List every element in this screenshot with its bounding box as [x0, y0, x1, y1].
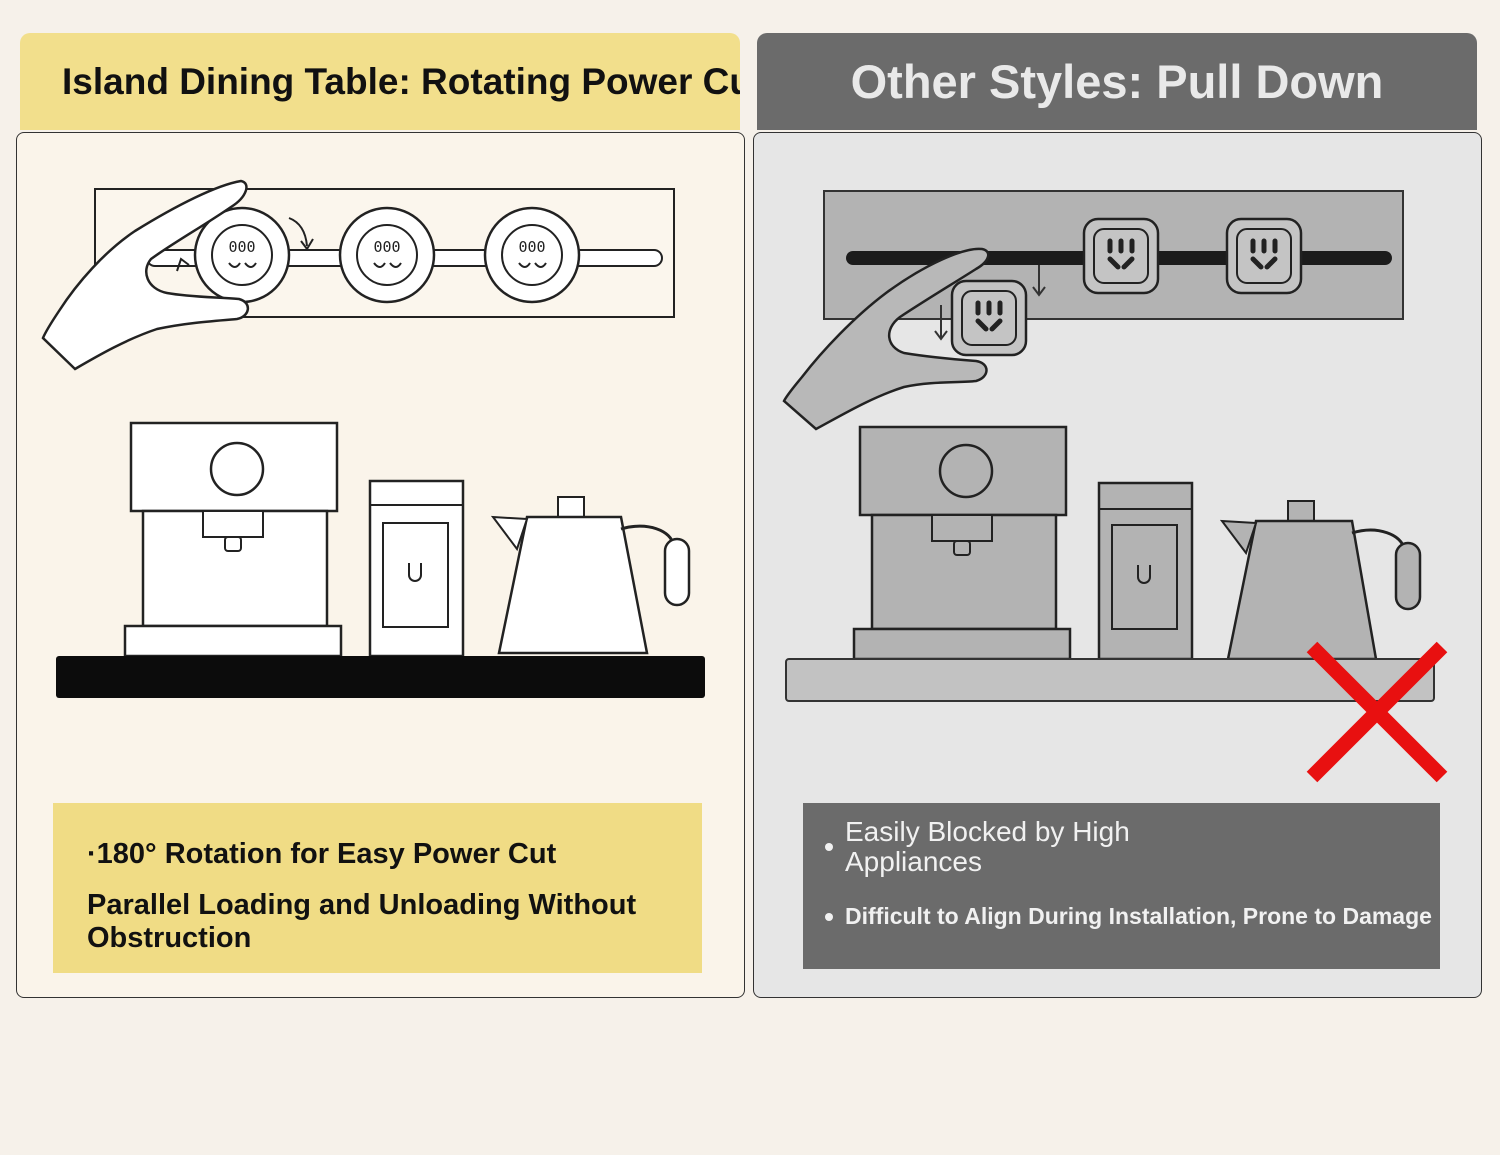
left-comparison-panel: 000 000 000: [16, 132, 745, 998]
issue-alignment-text: Difficult to Align During Installation, …: [825, 901, 1440, 931]
right-header: Other Styles: Pull Down: [757, 33, 1477, 130]
hand-icon: [782, 247, 990, 431]
rotating-socket-icon: 000: [338, 206, 436, 304]
left-feature-box: ·180° Rotation for Easy Power Cut Parall…: [53, 803, 702, 973]
svg-text:000: 000: [373, 238, 400, 256]
pull-down-socket-icon: [1082, 217, 1160, 295]
kettle-icon: [490, 496, 691, 655]
coffee-machine-icon: [123, 421, 343, 658]
svg-text:000: 000: [518, 238, 545, 256]
right-issue-box: Easily Blocked by High Appliances Diffic…: [803, 803, 1440, 969]
pull-down-socket-icon: [1225, 217, 1303, 295]
left-illustration: 000 000 000: [41, 179, 705, 698]
water-dispenser-icon: [368, 479, 465, 658]
red-cross-icon: [1306, 641, 1448, 783]
right-header-title: Other Styles: Pull Down: [850, 55, 1384, 108]
right-illustration: [782, 190, 1448, 783]
kettle-icon: [1219, 500, 1422, 661]
hand-icon: [41, 179, 249, 371]
issue-blocked-text: Easily Blocked by High Appliances: [825, 817, 1165, 877]
rotating-socket-icon: 000: [483, 206, 581, 304]
left-header-title: Island Dining Table: Rotating Power Cut: [62, 60, 740, 102]
left-header: Island Dining Table: Rotating Power Cut: [20, 33, 740, 130]
feature-parallel-text: Parallel Loading and Unloading Without O…: [87, 889, 637, 954]
water-dispenser-icon: [1097, 481, 1194, 661]
pull-down-socket-icon: [950, 279, 1028, 357]
feature-rotation-text: ·180° Rotation for Easy Power Cut: [87, 838, 557, 870]
right-comparison-panel: Easily Blocked by High Appliances Diffic…: [753, 132, 1482, 998]
svg-text:000: 000: [228, 238, 255, 256]
coffee-machine-icon: [852, 425, 1072, 661]
